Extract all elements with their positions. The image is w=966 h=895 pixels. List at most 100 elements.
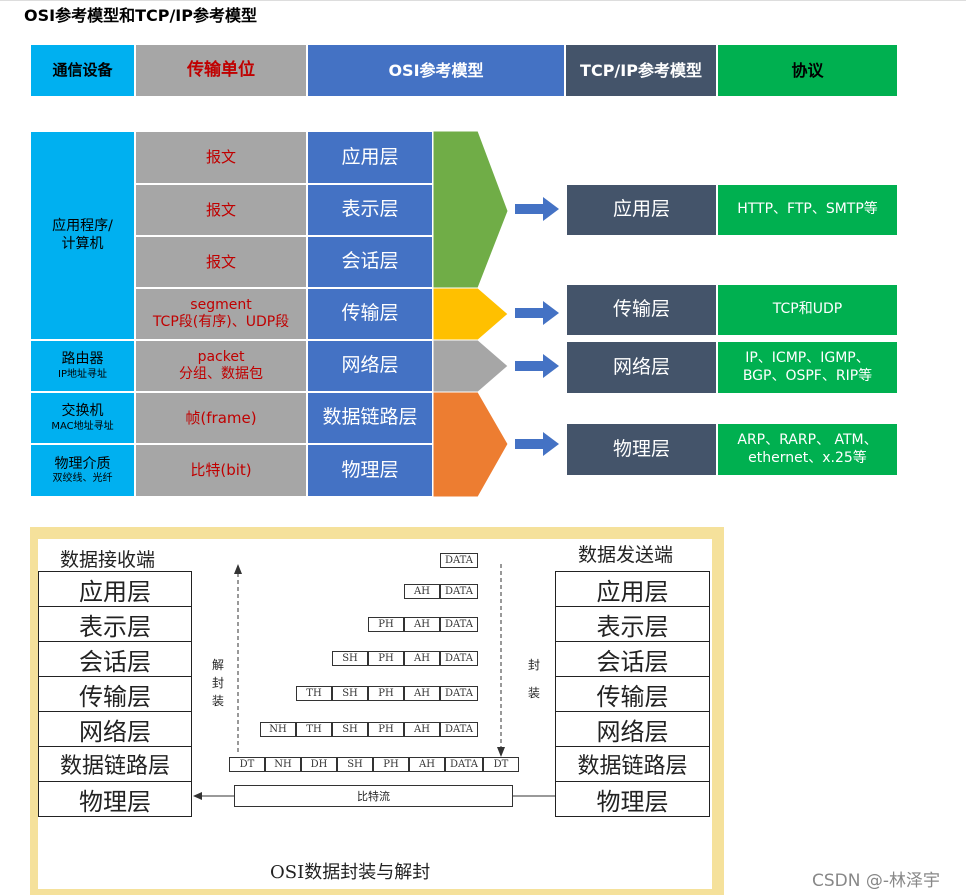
arrow-down-icon bbox=[497, 747, 505, 757]
packet-segment-label: DATA bbox=[449, 759, 479, 770]
receiver-layer: 传输层 bbox=[38, 676, 192, 712]
arrow-right-icon bbox=[515, 301, 559, 325]
sender-layer: 表示层 bbox=[555, 606, 710, 642]
packet-segment-label: DATA bbox=[444, 555, 474, 566]
packet-segment-label: PH bbox=[383, 759, 399, 770]
sender-layer-label: 数据链路层 bbox=[577, 754, 688, 779]
tcpip-layer-application: 应用层 bbox=[566, 184, 717, 236]
unit-cell: 帧(frame) bbox=[135, 392, 307, 444]
osi-layer-label: 传输层 bbox=[341, 302, 399, 325]
packet-segment-ph: PH bbox=[368, 651, 404, 666]
device-computer: 应用程序/ 计算机 bbox=[30, 131, 135, 340]
osi-layer-label: 网络层 bbox=[341, 354, 399, 377]
packet-segment-label: AH bbox=[414, 653, 430, 664]
unit-cell: 报文 bbox=[135, 131, 307, 184]
receiver-layer-label: 物理层 bbox=[79, 787, 151, 816]
packet-segment-label: AH bbox=[414, 619, 430, 630]
packet-segment-ph: PH bbox=[368, 722, 404, 737]
tcpip-layer-label: 应用层 bbox=[612, 198, 670, 221]
device-switch: 交换机 MAC地址寻址 bbox=[30, 392, 135, 444]
receiver-layer: 物理层 bbox=[38, 781, 192, 817]
packet-segment-label: DATA bbox=[444, 724, 474, 735]
sender-layer: 物理层 bbox=[555, 781, 710, 817]
protocol-physical: ARP、RARP、 ATM、 ethernet、x.25等 bbox=[717, 423, 898, 476]
packet-segment-label: PH bbox=[378, 724, 394, 735]
sender-layer-label: 应用层 bbox=[596, 577, 669, 606]
packet-segment-ph: PH bbox=[368, 686, 404, 701]
osi-layer: 传输层 bbox=[307, 288, 433, 340]
packet-segment-sh: SH bbox=[332, 722, 368, 737]
packet-segment-th: TH bbox=[296, 722, 332, 737]
packet-segment-ah: AH bbox=[404, 722, 440, 737]
packet-segment-sh: SH bbox=[332, 686, 368, 701]
unit-label: 帧(frame) bbox=[185, 408, 257, 427]
packet-segment-label: TH bbox=[306, 688, 322, 699]
osi-layer-label: 会话层 bbox=[341, 250, 399, 273]
receiver-layer: 网络层 bbox=[38, 711, 192, 747]
packet-segment-data: DATA bbox=[445, 757, 483, 772]
receiver-layer-label: 数据链路层 bbox=[59, 754, 170, 779]
packet-segment-sh: SH bbox=[337, 757, 373, 772]
packet-segment-label: SH bbox=[342, 653, 358, 664]
sender-layer-label: 表示层 bbox=[596, 612, 669, 641]
packet-segment-ah: AH bbox=[409, 757, 445, 772]
protocol-network: IP、ICMP、IGMP、 BGP、OSPF、RIP等 bbox=[717, 341, 898, 394]
packet-segment-label: AH bbox=[414, 586, 430, 597]
osi-layer: 表示层 bbox=[307, 184, 433, 236]
header-device: 通信设备 bbox=[30, 44, 135, 97]
receiver-layer: 数据链路层 bbox=[38, 746, 192, 782]
packet-segment-label: PH bbox=[378, 688, 394, 699]
device-router-sub: IP地址寻址 bbox=[58, 368, 107, 380]
receiver-layer-label: 网络层 bbox=[79, 717, 151, 746]
packet-segment-label: PH bbox=[378, 653, 394, 664]
sender-layer-label: 会话层 bbox=[596, 647, 669, 676]
device-medium-label: 物理介质 bbox=[54, 455, 111, 472]
sender-layer: 会话层 bbox=[555, 641, 710, 677]
unit-label: packet 分组、数据包 bbox=[179, 348, 263, 383]
device-computer-label: 应用程序/ 计算机 bbox=[52, 218, 113, 252]
packet-segment-label: AH bbox=[419, 759, 435, 770]
arrow-up-icon bbox=[234, 564, 242, 574]
mapping-arrows bbox=[433, 131, 559, 497]
packet-segment-label: SH bbox=[347, 759, 363, 770]
packet-segment-ph: PH bbox=[368, 617, 404, 632]
packet-segment-label: AH bbox=[414, 724, 430, 735]
packet-segment-label: TH bbox=[306, 724, 322, 735]
device-router: 路由器 IP地址寻址 bbox=[30, 340, 135, 392]
header-tcpip: TCP/IP参考模型 bbox=[565, 44, 717, 97]
packet-segment-nh: NH bbox=[265, 757, 301, 772]
header-osi: OSI参考模型 bbox=[307, 44, 565, 97]
packet-segment-label: NH bbox=[274, 759, 292, 770]
tcpip-layer-physical: 物理层 bbox=[566, 423, 717, 476]
receiver-layer: 应用层 bbox=[38, 571, 192, 607]
osi-layer-label: 应用层 bbox=[341, 145, 399, 168]
device-switch-sub: MAC地址寻址 bbox=[51, 420, 114, 432]
arrow-right-icon bbox=[515, 432, 559, 456]
packet-segment-ph: PH bbox=[373, 757, 409, 772]
chevron-gray-shape bbox=[433, 339, 509, 393]
protocol-application: HTTP、FTP、SMTP等 bbox=[717, 184, 898, 236]
chevron-yellow-shape bbox=[433, 287, 509, 341]
packet-segment-data: DATA bbox=[440, 651, 478, 666]
arrow-right-icon bbox=[515, 197, 559, 221]
unit-label: 报文 bbox=[205, 148, 236, 167]
sender-layer-label: 网络层 bbox=[596, 717, 669, 746]
osi-layer: 数据链路层 bbox=[307, 392, 433, 444]
page-title: OSI参考模型和TCP/IP参考模型 bbox=[24, 6, 257, 25]
osi-layer-label: 数据链路层 bbox=[322, 406, 418, 429]
encapsulation-caption: OSI数据封装与解封 bbox=[270, 862, 431, 883]
device-medium-sub: 双绞线、光纤 bbox=[52, 473, 113, 484]
sender-layer: 传输层 bbox=[555, 676, 710, 712]
chevron-orange-shape bbox=[433, 391, 509, 497]
receiver-layer-label: 会话层 bbox=[79, 647, 151, 676]
packet-segment-ah: AH bbox=[404, 651, 440, 666]
device-switch-label: 交换机 bbox=[61, 403, 104, 419]
header-unit: 传输单位 bbox=[135, 44, 307, 97]
watermark: CSDN @-林泽宇 bbox=[812, 871, 941, 891]
tcpip-layer-label: 物理层 bbox=[612, 437, 670, 460]
packet-segment-label: DATA bbox=[444, 619, 474, 630]
unit-cell: 比特(bit) bbox=[135, 444, 307, 497]
packet-segment-sh: SH bbox=[332, 651, 368, 666]
unit-cell: packet 分组、数据包 bbox=[135, 340, 307, 392]
packet-segment-ah: AH bbox=[404, 686, 440, 701]
